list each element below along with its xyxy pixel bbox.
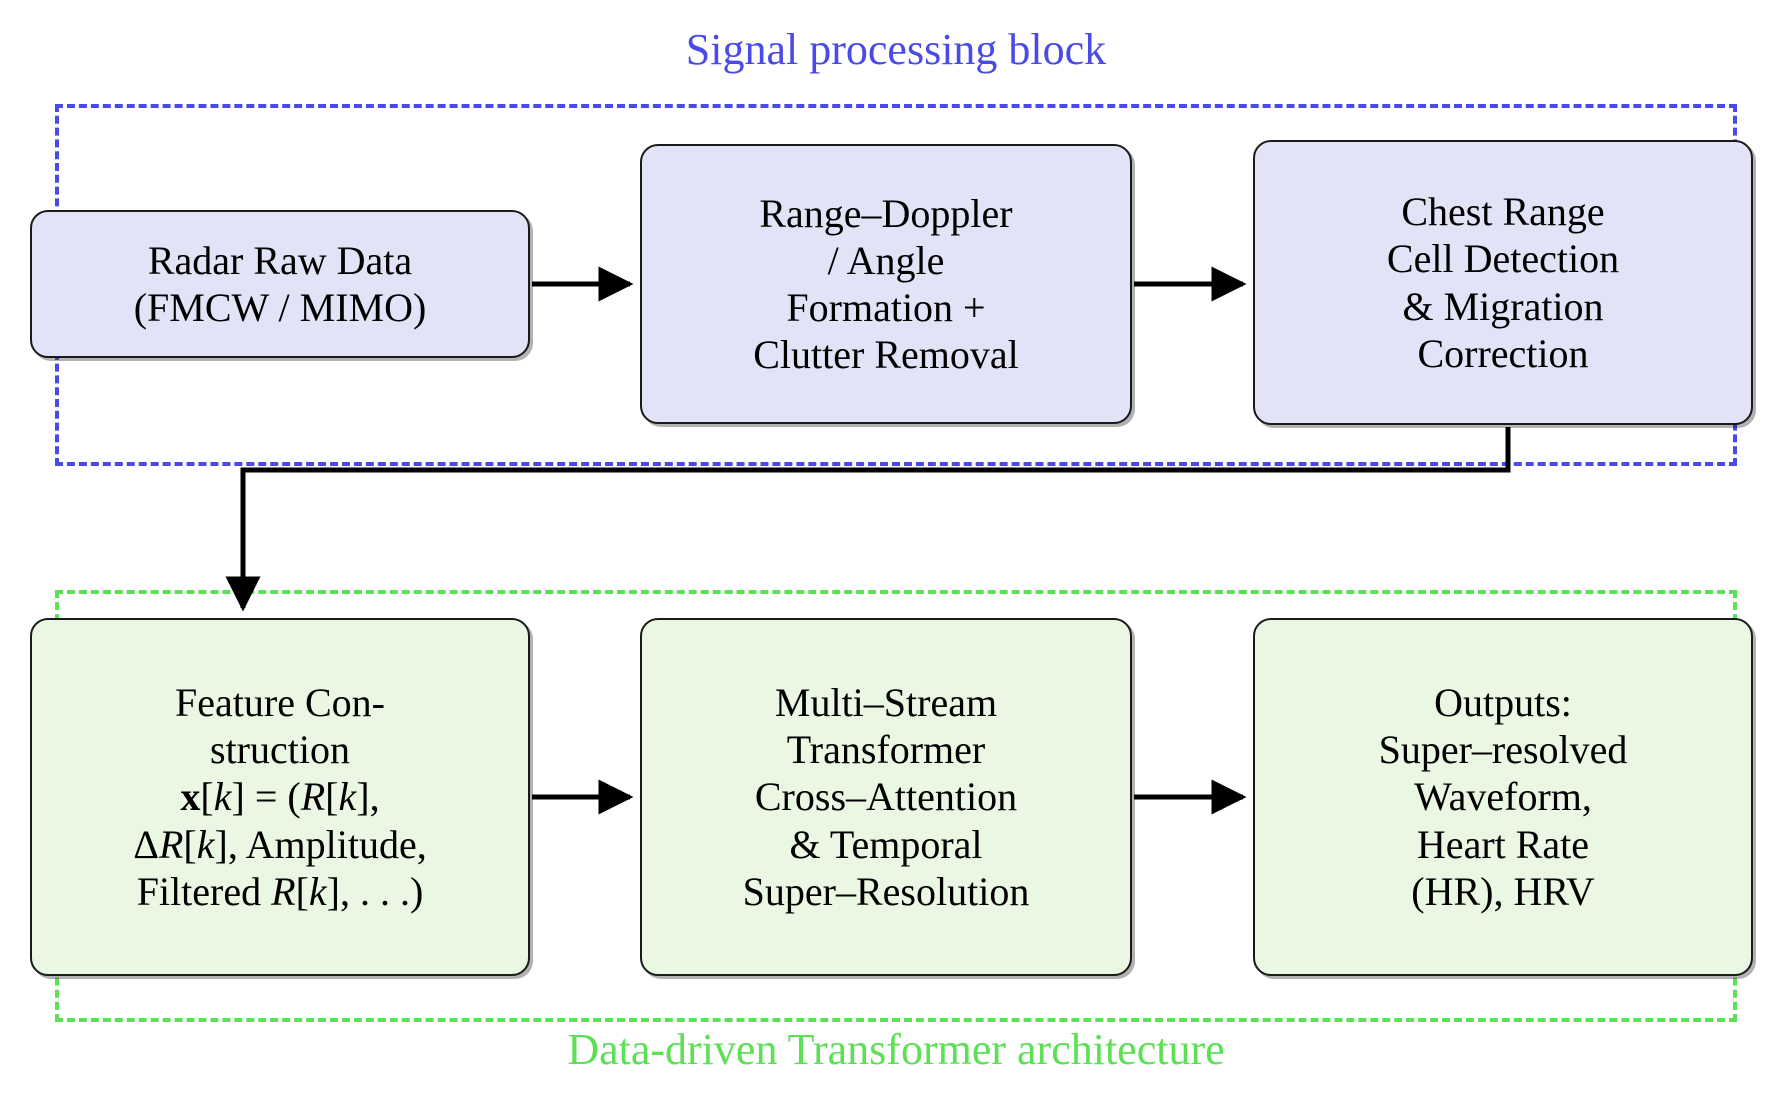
formula-bracket-open-3: [	[183, 821, 197, 867]
node-transformer-line-4: & Temporal	[789, 821, 983, 867]
formula-tail-1: ],	[356, 774, 380, 820]
node-outputs-line-4: Heart Rate	[1416, 821, 1590, 867]
node-range-doppler-line-2: / Angle	[827, 237, 945, 283]
node-feature-construction[interactable]: Feature Con- struction x[k] = (R[k], ΔR[…	[30, 618, 530, 976]
node-chest-range-line-3: & Migration	[1402, 283, 1604, 329]
node-feature-construction-line-2: struction	[210, 727, 350, 773]
node-outputs[interactable]: Outputs: Super–resolved Waveform, Heart …	[1253, 618, 1753, 976]
node-transformer-line-5: Super–Resolution	[742, 868, 1030, 914]
formula-k: k	[213, 774, 232, 820]
node-radar-raw-data[interactable]: Radar Raw Data (FMCW / MIMO)	[30, 210, 530, 358]
formula-bracket-open-4: [	[295, 868, 309, 914]
node-feature-construction-formula-line-1: x[k] = (R[k],	[180, 773, 379, 820]
node-chest-range-line-2: Cell Detection	[1386, 236, 1620, 282]
node-range-doppler-angle-formation[interactable]: Range–Doppler / Angle Formation + Clutte…	[640, 144, 1132, 424]
formula-filtered: Filtered	[136, 868, 272, 914]
formula-ellipsis: ], . . .)	[326, 868, 424, 914]
node-radar-raw-data-line-1: Radar Raw Data	[147, 237, 413, 283]
formula-amplitude: ], Amplitude,	[214, 821, 427, 867]
node-transformer-line-1: Multi–Stream	[774, 680, 998, 726]
signal-processing-block-caption: Signal processing block	[685, 25, 1107, 74]
formula-bracket-open-2: [	[325, 774, 339, 820]
node-chest-range-line-1: Chest Range	[1401, 189, 1605, 235]
formula-R-3: R	[158, 821, 184, 867]
node-range-doppler-line-1: Range–Doppler	[759, 190, 1013, 236]
formula-bracket-open: [	[200, 774, 214, 820]
node-chest-range-line-4: Correction	[1417, 330, 1589, 376]
node-feature-construction-formula-line-2: ΔR[k], Amplitude,	[133, 821, 426, 868]
node-transformer-line-3: Cross–Attention	[754, 774, 1018, 820]
formula-delta: Δ	[133, 821, 159, 867]
node-range-doppler-line-3: Formation +	[786, 285, 986, 330]
node-chest-range-cell-detection[interactable]: Chest Range Cell Detection & Migration C…	[1253, 140, 1753, 425]
node-radar-raw-data-line-2: (FMCW / MIMO)	[133, 285, 427, 330]
data-driven-transformer-caption: Data-driven Transformer architecture	[567, 1025, 1225, 1074]
node-multi-stream-transformer[interactable]: Multi–Stream Transformer Cross–Attention…	[640, 618, 1132, 976]
node-feature-construction-line-1: Feature Con-	[175, 680, 385, 726]
node-outputs-line-2: Super–resolved	[1378, 727, 1628, 773]
formula-R-4: R	[271, 868, 296, 914]
node-transformer-line-2: Transformer	[786, 727, 986, 773]
formula-x: x	[180, 774, 201, 820]
formula-k-2: k	[338, 774, 357, 820]
formula-eq-paren: ] = (	[231, 774, 301, 820]
node-range-doppler-line-4: Clutter Removal	[753, 332, 1019, 378]
node-outputs-line-1: Outputs:	[1434, 680, 1572, 726]
formula-k-3: k	[196, 821, 215, 867]
node-outputs-line-3: Waveform,	[1414, 774, 1592, 820]
formula-k-4: k	[308, 868, 327, 914]
formula-R: R	[300, 774, 326, 820]
node-outputs-line-5: (HR), HRV	[1411, 868, 1595, 914]
node-feature-construction-formula-line-3: Filtered R[k], . . .)	[137, 868, 424, 915]
